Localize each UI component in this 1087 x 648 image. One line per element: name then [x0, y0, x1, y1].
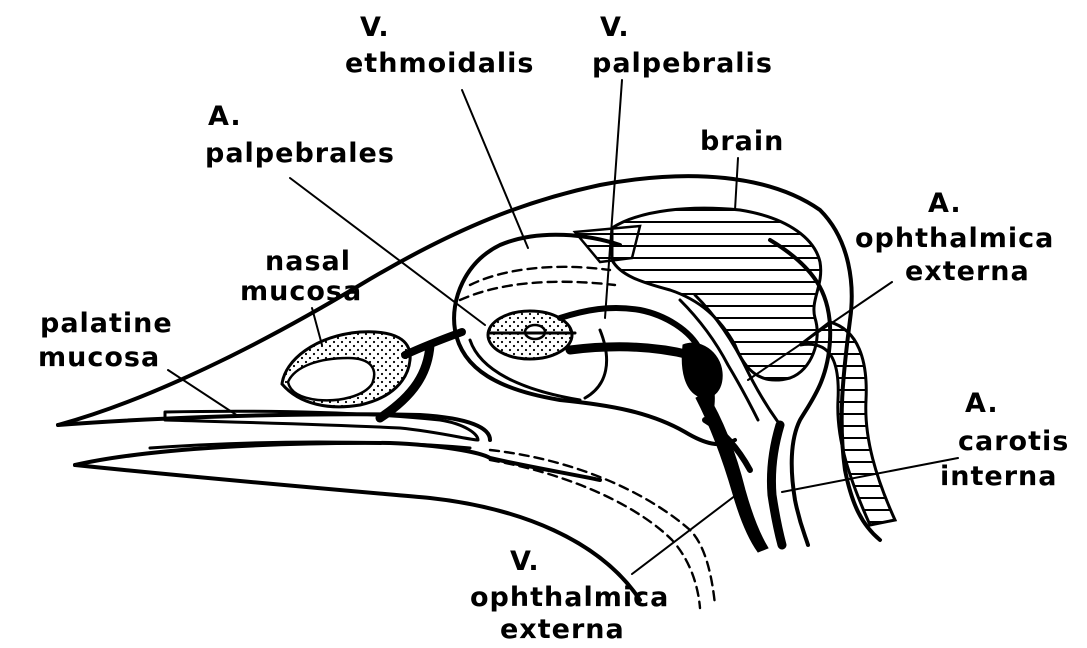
label-nasal-mucosa-line1: nasal [265, 246, 351, 277]
label-a-carotis-interna-line2: interna [940, 461, 1057, 492]
leader-nasal-mucosa [312, 308, 322, 345]
label-v-palpebralis-name: palpebralis [592, 48, 773, 79]
leader-palatine-mucosa [168, 370, 238, 416]
label-brain: brain [700, 126, 784, 157]
label-nasal-mucosa-line2: mucosa [240, 276, 362, 307]
nasal-mucosa-structure [282, 332, 410, 407]
eyeball-lower [585, 330, 607, 398]
label-a-ophthalmica-externa-prefix: A. [928, 188, 962, 219]
label-a-ophthalmica-externa-line2: externa [905, 256, 1030, 287]
leader-v-palpebralis [605, 80, 622, 318]
leader-brain [735, 158, 738, 210]
label-v-palpebralis-prefix: V. [600, 12, 630, 43]
label-v-ophthalmica-externa-line2: externa [500, 614, 625, 645]
label-a-palpebrales-prefix: A. [208, 101, 242, 132]
label-v-ethmoidalis-prefix: V. [360, 12, 390, 43]
brain-front-lobe [575, 226, 640, 262]
label-a-ophthalmica-externa-line1: ophthalmica [855, 223, 1054, 254]
label-v-ophthalmica-externa-prefix: V. [510, 546, 540, 577]
label-a-palpebrales-name: palpebrales [205, 138, 395, 169]
a-carotis-vessel [771, 425, 782, 545]
label-a-carotis-interna-line1: carotis [958, 426, 1069, 457]
dashed-orbit-2 [460, 282, 615, 300]
vessels [380, 295, 782, 552]
label-v-ethmoidalis-name: ethmoidalis [345, 48, 535, 79]
jaw-outline [75, 465, 640, 600]
label-v-ophthalmica-externa-line1: ophthalmica [470, 582, 669, 613]
label-a-carotis-interna-prefix: A. [965, 388, 999, 419]
label-palatine-mucosa-line1: palatine [40, 308, 173, 339]
brain-mass [612, 208, 821, 380]
label-palatine-mucosa-line2: mucosa [38, 342, 160, 373]
vessel-dark-knot [682, 343, 722, 398]
